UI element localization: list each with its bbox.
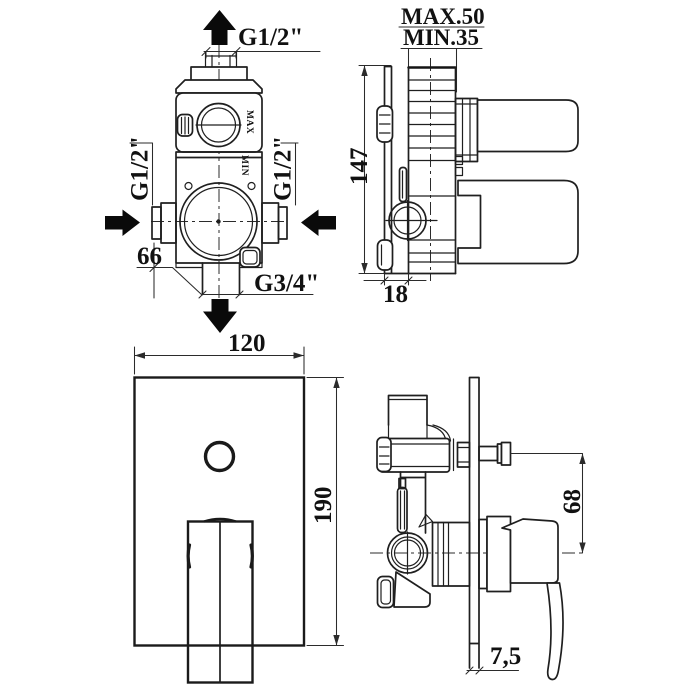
side-clip-ridges [180,116,190,135]
label-min35: MIN.35 [403,25,479,50]
lever-handle-right-grip [249,543,254,569]
button-shaft-lines [456,446,471,463]
dim-label-147: 147 [346,148,373,186]
dim-line-120 [133,346,305,375]
button-stem [478,445,499,462]
lever-handle-top-arc [203,517,237,523]
lever-handle-left-grip [186,543,192,569]
dim-label-68: 68 [559,489,586,514]
trim-side-view: 68 7,5 [370,376,586,681]
mixer-center-dot [216,219,221,224]
back-clip-ridges [378,114,391,134]
dim-line-190 [306,376,345,647]
dim-line-18 [363,272,427,286]
dim-line-75 [465,666,520,675]
inter-block-lug-2 [454,166,464,177]
label-min-cartridge: MIN [239,155,249,176]
inlet-right-port [261,202,280,244]
column-steps [407,79,457,263]
neck-upper [190,66,248,81]
upper-flange [454,97,479,163]
bottom-port [201,262,241,296]
button-cap [500,441,512,466]
elbow-clip-ridges [378,446,390,465]
dim-line-68 [510,452,584,554]
dim-label-66: 66 [137,243,162,270]
dim-line-g34 [198,290,314,299]
arrow-outlet-top-icon [203,10,236,45]
back-foot [376,239,394,271]
elbow-housing-lines [378,424,451,468]
valve-side-view: MAX.50 MIN.35 147 18 [346,4,579,308]
depth-leader-lines [398,26,485,93]
dim-arrows-68 [579,453,586,553]
dim-label-g12-top: G1/2" [238,24,303,51]
outlet-plug [239,246,261,268]
outlet-pipe [387,394,428,426]
button-shaft-housing [456,441,471,468]
screw-left [184,181,193,191]
mixer-cartridge-outer [179,182,258,261]
wall-plate-side [468,376,480,669]
top-port [204,51,238,68]
bottom-bracket [393,571,431,608]
dim-label-190: 190 [310,487,337,525]
inlet-left-flange [151,206,162,240]
diverter-button [203,440,236,473]
dim-line-left-inlet [129,142,154,206]
outlet-plug-inner [242,249,258,265]
mixer-cartridge-inner [183,186,254,257]
protection-block-upper [476,99,579,153]
dim-line-right-inlet [280,142,299,206]
stop-valve-stem-lines [399,490,406,530]
arrow-outlet-bottom-icon [203,299,237,333]
dim-label-75: 7,5 [490,643,521,670]
stop-valve-cap [398,477,407,490]
inlet-right-flange [277,206,288,240]
neck-shoulder [175,79,263,94]
back-plate [383,65,457,275]
screw-right [247,181,256,191]
inter-block-lug-1 [454,155,464,166]
elbow-clip [376,436,392,473]
inlet-left-port [160,202,177,244]
lever-blade-side [546,582,564,681]
bottom-foot-inner [380,579,392,605]
arrow-inlet-left-icon [105,209,140,236]
dim-label-g12-left: G1/2" [127,136,154,201]
cartridge-sleeve [431,521,471,587]
cartridge-sleeve-rings [437,521,450,587]
protection-block-lower [457,179,579,265]
dim-line-66 [136,242,203,299]
dim-label-18: 18 [383,281,408,308]
arrow-inlet-right-icon [301,209,336,236]
stop-valve-stem [396,486,408,534]
dim-ext-top [205,50,237,59]
label-max50: MAX.50 [401,4,485,29]
escutcheon-ring [478,518,488,590]
label-max-cartridge: MAX [244,110,254,134]
column-sides [407,66,457,275]
dim-label-g34: G3/4" [254,270,319,297]
valve-front-view: G1/2" MAX MIN G1/2" G1/2" [105,10,336,333]
trim-plate-front-view: 120 190 [133,330,345,684]
lever-hub-side [501,518,559,584]
upper-flange-lines [454,97,479,163]
cartridge-tab [418,513,434,528]
elbow-flange-rings [448,438,455,472]
dim-label-120: 120 [228,330,266,357]
dim-label-g12-right: G1/2" [270,136,297,201]
side-outlet-crosshair [385,199,438,242]
